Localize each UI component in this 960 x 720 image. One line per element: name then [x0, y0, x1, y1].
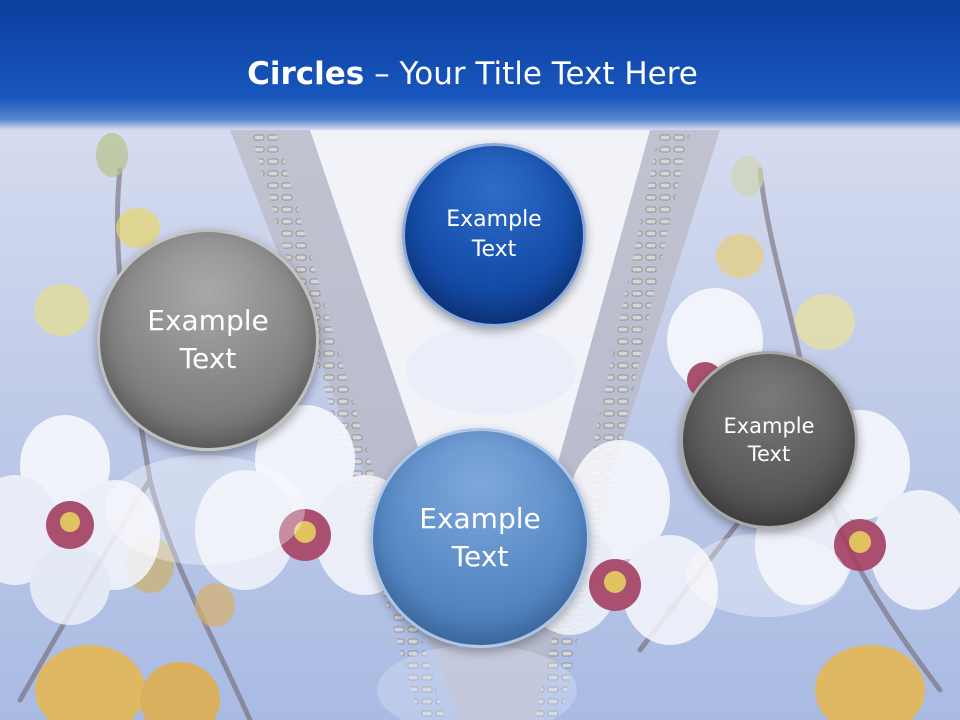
- circle-label: Example Text: [723, 413, 815, 466]
- title-bar: [0, 0, 960, 130]
- circle-label: Example Text: [446, 207, 542, 262]
- slide-title[interactable]: Circles – Your Title Text Here: [0, 52, 945, 96]
- title-bold: Circles: [247, 56, 365, 92]
- circle-light-blue[interactable]: Example Text: [370, 428, 590, 648]
- title-rest: – Your Title Text Here: [364, 56, 698, 92]
- circle-gray[interactable]: Example Text: [97, 229, 319, 451]
- circle-dark-gray[interactable]: Example Text: [680, 351, 858, 529]
- circle-label: Example Text: [419, 502, 541, 573]
- circle-navy[interactable]: Example Text: [402, 143, 586, 327]
- circle-label: Example Text: [147, 304, 269, 375]
